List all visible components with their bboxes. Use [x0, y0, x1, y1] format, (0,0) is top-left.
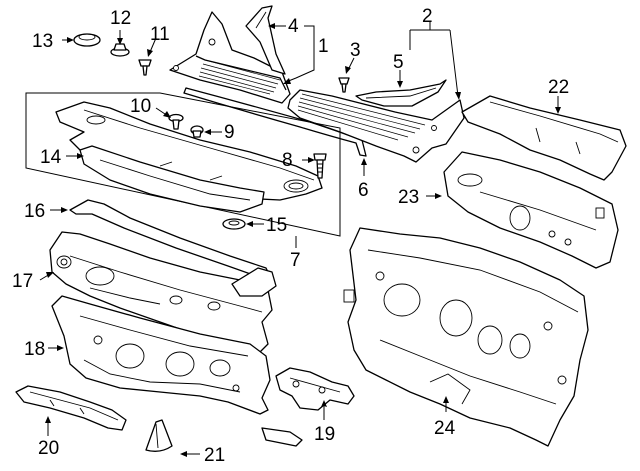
callout-18: 18: [24, 339, 45, 360]
callout-10: 10: [130, 96, 151, 117]
callout-21: 21: [204, 445, 225, 466]
part-21-cone: [145, 419, 303, 452]
callout-labels: 1 2 3 4 5 6 7 8 9 10 11 12 13 14 15 16 1…: [12, 6, 569, 466]
part-15-grommet: [222, 218, 246, 230]
callout-20: 20: [38, 438, 59, 459]
part-22-cowl-panel: [461, 95, 627, 181]
callout-3: 3: [350, 40, 361, 61]
part-17-plenum: [49, 231, 277, 355]
callout-14: 14: [40, 147, 62, 168]
callout-16: 16: [24, 201, 45, 222]
part-12-clip: [110, 43, 130, 57]
part-8-bolt: [313, 153, 327, 179]
callout-2: 2: [422, 6, 433, 27]
part-13-plug: [73, 33, 101, 47]
callout-1: 1: [318, 36, 329, 57]
leader-lines: [39, 22, 561, 457]
callout-17: 17: [12, 271, 33, 292]
part-10-clip: [168, 113, 184, 130]
callout-9: 9: [224, 122, 235, 143]
callout-5: 5: [393, 52, 404, 73]
callout-12: 12: [110, 8, 131, 29]
part-3-push-pin: [338, 77, 350, 93]
callout-23: 23: [398, 187, 419, 208]
callout-8: 8: [282, 150, 293, 171]
callout-11: 11: [150, 24, 170, 45]
part-19-bracket: [275, 367, 355, 411]
part-1-cowl-grille-left: [169, 5, 291, 104]
part-11-screw: [138, 59, 152, 76]
part-2-cowl-grille-right: [287, 89, 465, 163]
part-20-sill: [15, 385, 127, 431]
callout-13: 13: [32, 31, 53, 52]
callout-15: 15: [266, 215, 287, 236]
callout-22: 22: [548, 77, 569, 98]
callout-24: 24: [434, 418, 456, 439]
part-14-cowl-panel: [55, 101, 323, 213]
part-18-insulator: [51, 295, 271, 415]
part-24-dash-panel: [343, 227, 589, 447]
part-5-grille-insert: [355, 79, 447, 107]
part-23-insulator: [443, 151, 619, 269]
part-9-nut: [190, 125, 204, 138]
callout-4: 4: [288, 16, 299, 37]
callout-19: 19: [314, 424, 335, 445]
part-6-weatherstrip: [183, 87, 367, 157]
callout-6: 6: [358, 180, 369, 201]
part-7-group-box: [25, 92, 341, 237]
callout-7: 7: [290, 250, 301, 271]
